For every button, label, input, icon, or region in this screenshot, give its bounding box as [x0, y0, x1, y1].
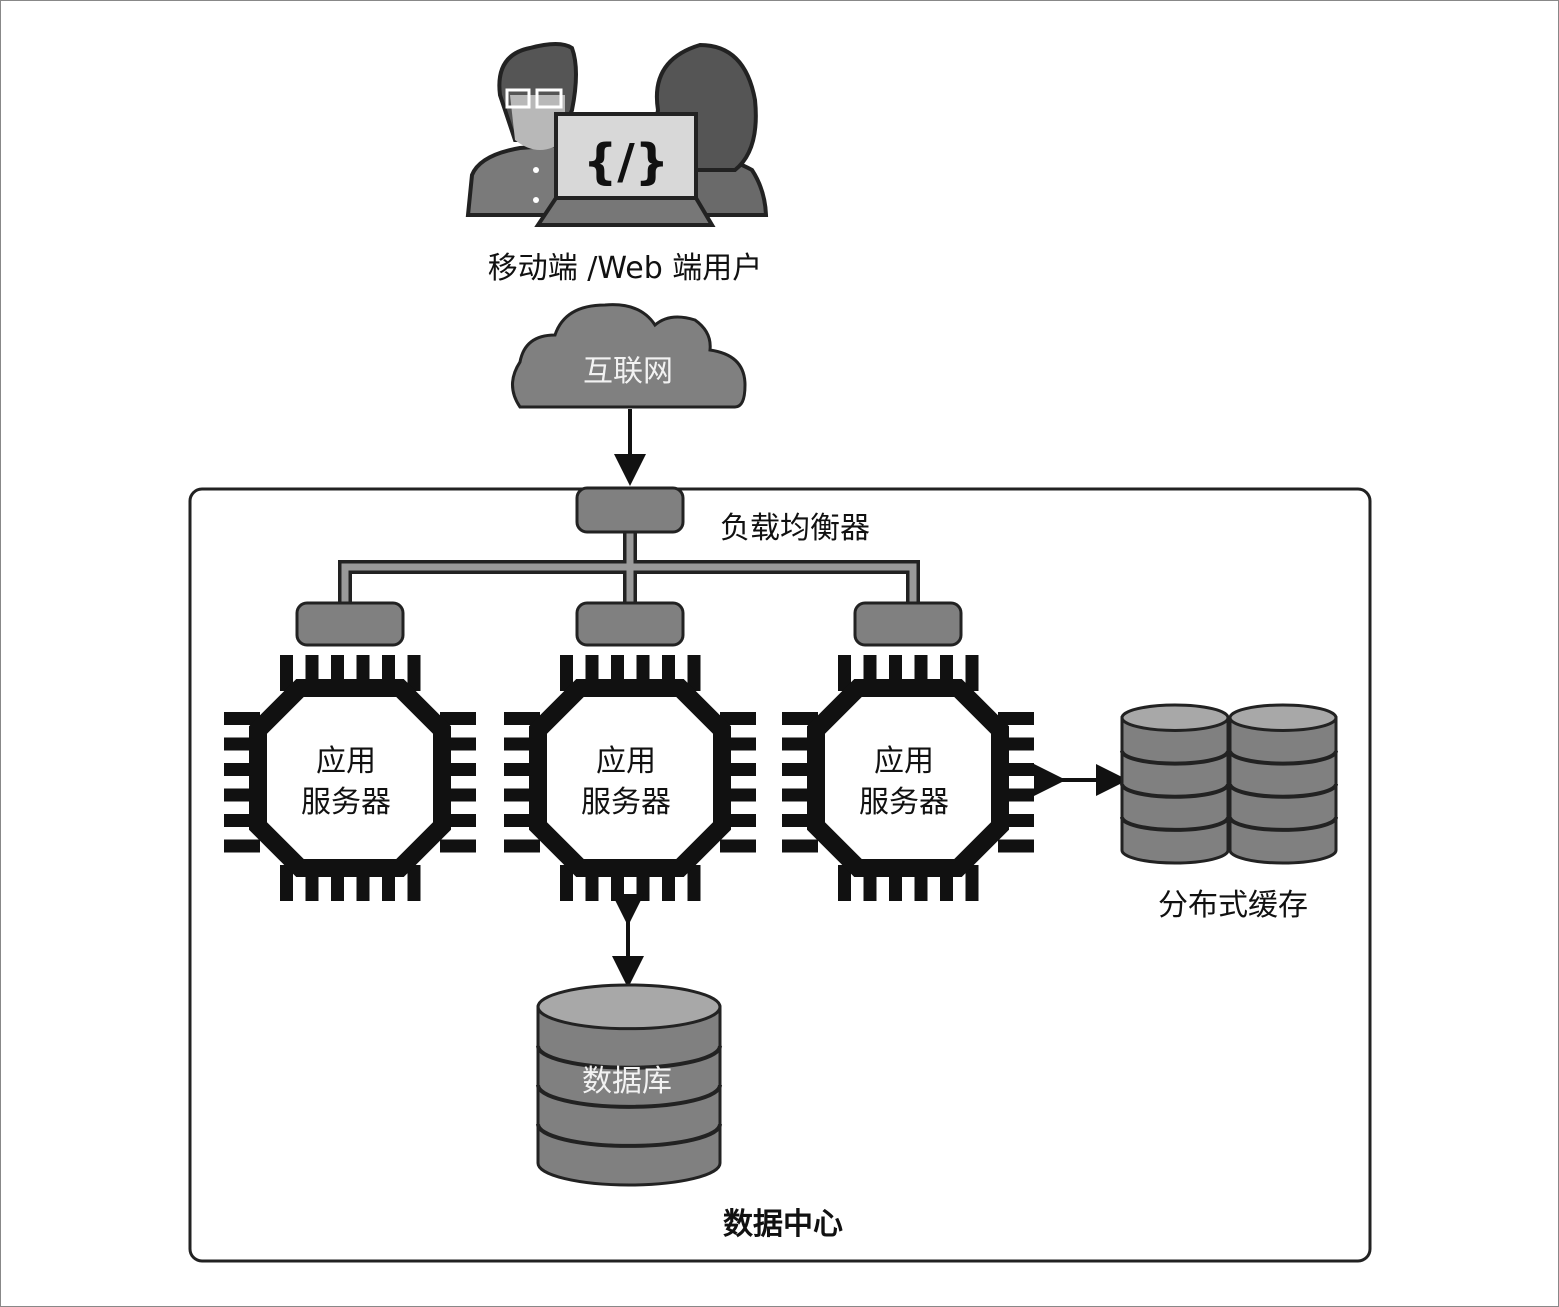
chip-pin — [280, 865, 293, 901]
chip-pin — [965, 655, 979, 691]
cloud-icon — [511, 303, 747, 409]
chip-pin — [782, 839, 818, 853]
chip-pin — [560, 865, 573, 901]
chip-pin — [838, 865, 851, 901]
server-connector-icon — [853, 601, 963, 647]
database-icon — [536, 983, 722, 1187]
chip-pin — [440, 839, 476, 853]
server-label-line1: 应用 — [596, 744, 656, 779]
chip-pin — [687, 655, 701, 691]
chip-pin — [687, 865, 701, 901]
server-connector-icon — [575, 601, 685, 647]
cache-icon-1 — [1120, 703, 1230, 865]
chip-pin — [224, 712, 260, 725]
chip-pin — [224, 839, 260, 853]
chip-pin — [440, 712, 476, 725]
users-icon — [465, 42, 769, 227]
server-label-line2: 服务器 — [301, 785, 391, 820]
server-connector-icon — [295, 601, 405, 647]
chip-icon — [249, 679, 451, 877]
server-label-line2: 服务器 — [859, 785, 949, 820]
server-label-line1: 应用 — [316, 744, 376, 779]
chip-pin — [720, 839, 756, 853]
internet-label: 互联网 — [583, 354, 673, 389]
server-label-line1: 应用 — [874, 744, 934, 779]
chip-icon — [529, 679, 731, 877]
chip-pin — [407, 865, 421, 901]
chip-pin — [504, 712, 540, 725]
chip-pin — [407, 655, 421, 691]
chip-icon — [807, 679, 1009, 877]
database-label: 数据库 — [582, 1064, 672, 1099]
chip-pin — [838, 655, 851, 691]
datacenter-label: 数据中心 — [723, 1207, 843, 1242]
chip-pin — [782, 712, 818, 725]
chip-pin — [560, 655, 573, 691]
datacenter-frame — [188, 487, 1372, 1263]
chip-pin — [998, 712, 1034, 725]
chip-pin — [965, 865, 979, 901]
server-label-line2: 服务器 — [581, 785, 671, 820]
users-label: 移动端 /Web 端用户 — [488, 251, 763, 286]
load-balancer-label: 负载均衡器 — [720, 511, 870, 546]
chip-pin — [504, 839, 540, 853]
load-balancer-icon — [575, 486, 685, 534]
code-glyph: {/} — [583, 134, 669, 190]
chip-pin — [998, 839, 1034, 853]
network-bus — [338, 525, 920, 612]
cache-label: 分布式缓存 — [1158, 888, 1308, 923]
cache-icon-2 — [1228, 703, 1338, 865]
chip-pin — [720, 712, 756, 725]
chip-pin — [280, 655, 293, 691]
